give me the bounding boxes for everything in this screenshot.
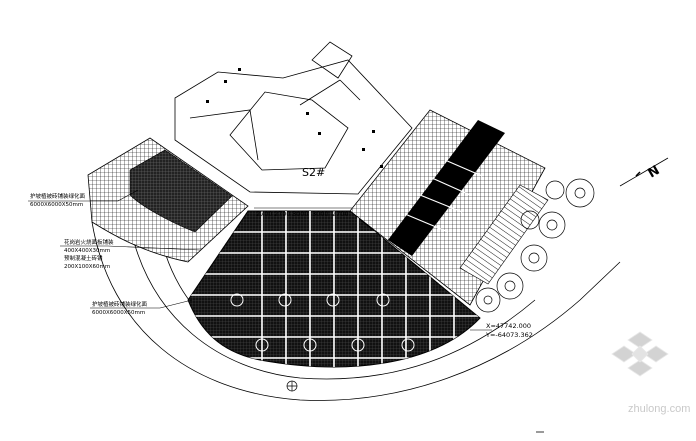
material-annotations: 护坡植被砖铺装绿化面 6000X6000X50mm 花岗岩火烧面板铺装 400X… — [30, 192, 148, 316]
annotation-text: 6000X6000X50mm — [30, 202, 83, 208]
dimension-label: 2700 — [332, 210, 349, 218]
annotation-text: 护坡植被砖铺装绿化面 — [30, 192, 86, 200]
building-label: S2# — [302, 166, 325, 179]
annotation-leaders — [28, 189, 492, 331]
annotation-text: 预制混凝土砖铺 — [64, 254, 103, 262]
dimension-label: 3000 — [312, 210, 329, 218]
dimension-line: 2700 2700 3000 3000 2700 — [254, 207, 352, 218]
left-slope-planting — [87, 137, 249, 263]
right-slope-planting — [349, 109, 549, 306]
dimension-label: 3000 — [292, 210, 309, 218]
dimension-label: 2700 — [256, 210, 273, 218]
annotation-text: 6000X6000X50mm — [92, 310, 145, 316]
annotation-text: 花岗岩火烧面板铺装 — [64, 238, 114, 246]
annotation-text: 200X100X60mm — [64, 264, 110, 270]
building-s2 — [174, 41, 413, 195]
bench-marker — [286, 380, 298, 392]
watermark-logo-icon — [611, 331, 669, 377]
dimension-label: 2700 — [274, 210, 291, 218]
north-label: N — [646, 163, 663, 181]
north-arrow-icon: N — [619, 157, 669, 187]
column-markers — [206, 68, 383, 168]
coordinate-x: X=47742.000 — [486, 322, 531, 330]
watermark-text: zhulong.com — [628, 403, 690, 415]
annotation-text: 护坡植被砖铺装绿化面 — [92, 300, 148, 308]
coordinate-y: Y=-64073.362 — [485, 331, 533, 339]
annotation-text: 400X400X30mm — [64, 248, 110, 254]
coordinate-label: X=47742.000 Y=-64073.362 — [485, 322, 533, 339]
tree-row — [475, 178, 595, 313]
